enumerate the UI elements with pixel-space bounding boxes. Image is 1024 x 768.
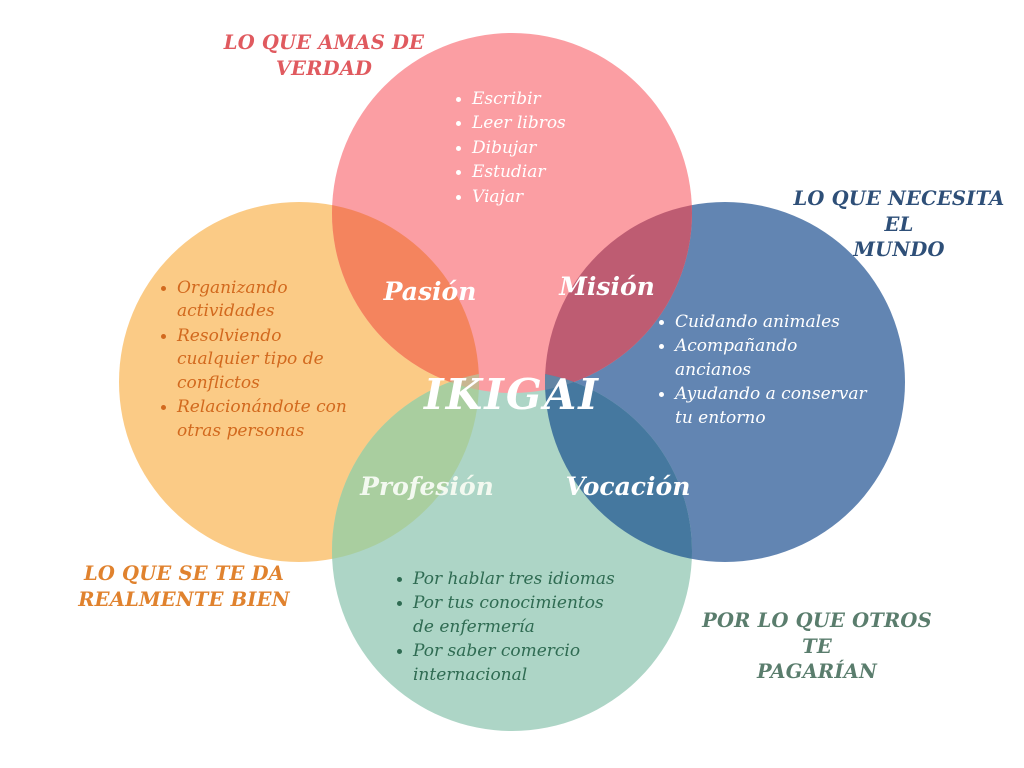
list-item: Organizando actividades <box>160 277 350 324</box>
list-item: Acompañando ancianos <box>658 335 870 382</box>
list-world-needs: Cuidando animales Acompañando ancianos A… <box>658 311 870 431</box>
list-item: Viajar <box>455 186 645 209</box>
list-good-at: Organizando actividades Resolviendo cual… <box>160 277 350 444</box>
overlap-passion <box>332 202 479 393</box>
quadrant-label-world-needs: LO QUE NECESITA EL MUNDO <box>793 187 1005 262</box>
list-item: Por hablar tres idiomas <box>396 568 616 591</box>
list-item: Ayudando a conservar tu entorno <box>658 383 870 430</box>
ikigai-center-label: IKIGAI <box>424 370 600 419</box>
overlap-label-mission: Misión <box>559 272 655 301</box>
list-item: Leer libros <box>455 112 645 135</box>
quadrant-label-love: LO QUE AMAS DE VERDAD <box>223 31 425 80</box>
list-item: Dibujar <box>455 137 645 160</box>
overlap-vocation <box>545 371 692 562</box>
list-item: Por tus conocimientos de enfermería <box>396 592 616 639</box>
list-item: Por saber comercio internacional <box>396 640 616 687</box>
list-item: Escribir <box>455 88 645 111</box>
quadrant-label-good-at: LO QUE SE TE DA REALMENTE BIEN <box>78 562 290 611</box>
overlap-label-vocation: Vocación <box>565 472 691 501</box>
list-item: Resolviendo cualquier tipo de conflictos <box>160 325 350 395</box>
quadrant-label-paid-for: POR LO QUE OTROS TE PAGARÍAN <box>702 609 932 684</box>
list-paid-for: Por hablar tres idiomas Por tus conocimi… <box>396 568 616 688</box>
overlap-label-profession: Profesión <box>360 472 494 501</box>
overlap-label-passion: Pasión <box>383 277 477 306</box>
overlap-profession <box>332 371 479 562</box>
list-item: Cuidando animales <box>658 311 870 334</box>
list-item: Relacionándote con otras personas <box>160 396 350 443</box>
list-item: Estudiar <box>455 161 645 184</box>
list-love: Escribir Leer libros Dibujar Estudiar Vi… <box>455 88 645 210</box>
overlap-mission <box>545 202 692 393</box>
